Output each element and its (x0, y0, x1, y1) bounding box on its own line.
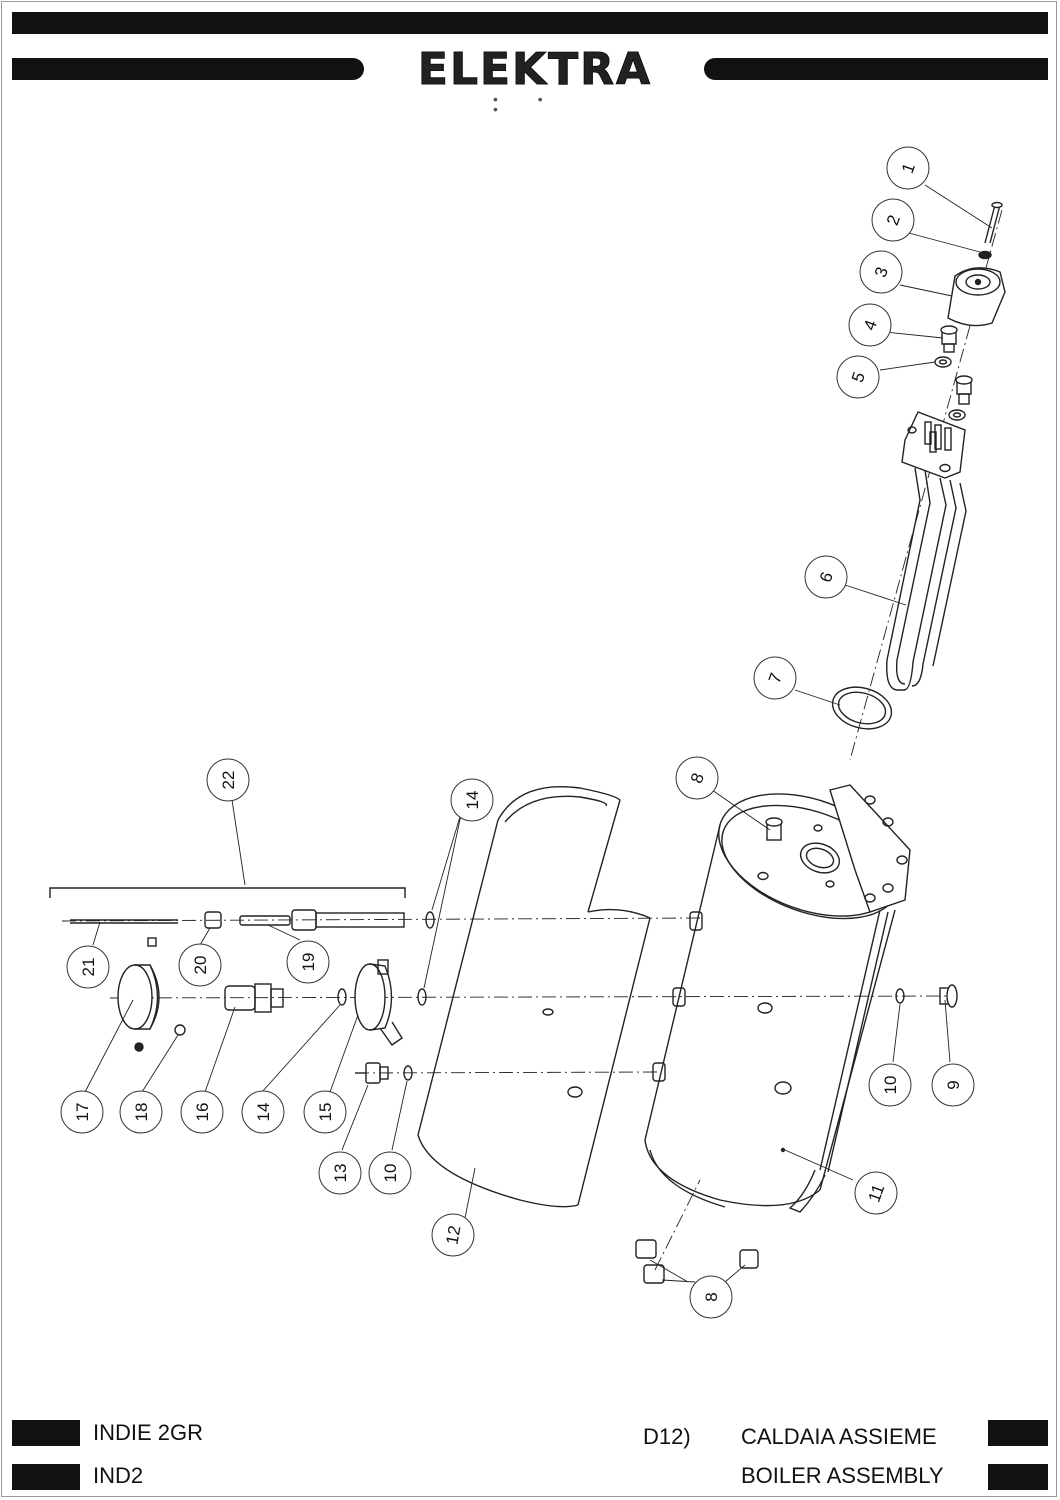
callout-3: 3 (859, 250, 903, 294)
footer-bar-right-1 (988, 1420, 1048, 1446)
footer-title-it: CALDAIA ASSIEME (741, 1424, 937, 1449)
callout-5: 5 (836, 355, 880, 399)
header-right-bar (704, 58, 1048, 80)
svg-text:21: 21 (79, 958, 98, 977)
part-11-boiler-tank (644, 784, 911, 1213)
header-top-bar (12, 12, 1048, 34)
callout-11: 11 (854, 1171, 898, 1215)
part-14-gasket-left (337, 988, 347, 1006)
svg-text:19: 19 (299, 953, 318, 972)
svg-text:20: 20 (191, 956, 210, 975)
callout-16: 16 (180, 1090, 224, 1134)
callout-15: 15 (303, 1090, 347, 1134)
part-22-bracket-line (49, 887, 406, 898)
part-16-connector (224, 983, 284, 1013)
svg-text:17: 17 (73, 1103, 92, 1122)
part-8-fittings-bottom (635, 1239, 759, 1284)
part-13-valve (355, 1062, 389, 1084)
svg-text:11: 11 (865, 1182, 889, 1205)
part-19-probe-holder (239, 909, 405, 931)
brand-logo: ELEKTRA • • • (385, 40, 690, 117)
part-6-heating-element (886, 411, 967, 691)
part-12-insulation-jacket (417, 785, 651, 1208)
footer-bar-left-1 (12, 1420, 80, 1446)
callout-14-bottom: 14 (241, 1090, 285, 1134)
callout-8-bottom: 8 (689, 1275, 733, 1319)
part-18-nut (174, 1024, 186, 1036)
part-4-bolt (940, 325, 958, 353)
callout-9: 9 (931, 1063, 975, 1107)
footer-section: D12) (643, 1424, 691, 1449)
callout-10-right: 10 (868, 1063, 912, 1107)
part-8-fitting-top (765, 817, 783, 841)
callout-8-top: 8 (675, 756, 719, 800)
brand-logo-dots: • • • (493, 91, 561, 117)
part-7-gasket (831, 686, 893, 730)
svg-text:10: 10 (381, 1164, 400, 1183)
footer-bar-right-2 (988, 1464, 1048, 1490)
callout-4: 4 (848, 303, 892, 347)
part-15-gauge-housing (354, 959, 403, 1046)
svg-text:15: 15 (316, 1103, 335, 1122)
callout-7: 7 (753, 656, 797, 700)
callout-19: 19 (286, 940, 330, 984)
callouts: 1 2 3 4 5 6 7 8 9 10 10 11 12 13 14 14 1… (60, 146, 975, 1319)
svg-text:12: 12 (442, 1224, 464, 1246)
svg-text:8: 8 (702, 1292, 721, 1301)
part-5-washer (934, 356, 952, 368)
svg-text:22: 22 (219, 771, 238, 790)
callout-6: 6 (804, 555, 848, 599)
part-2-washer (978, 250, 992, 260)
svg-text:14: 14 (254, 1103, 273, 1122)
footer-title-en: BOILER ASSEMBLY (741, 1463, 944, 1488)
callout-14-top: 14 (450, 778, 494, 822)
svg-text:14: 14 (463, 791, 482, 810)
callout-21: 21 (66, 945, 110, 989)
part-10-gasket-left (403, 1065, 413, 1081)
part-3-cap (947, 267, 1006, 327)
callout-10-left: 10 (368, 1151, 412, 1195)
svg-text:13: 13 (331, 1164, 350, 1183)
part-4-bolt-second (955, 375, 973, 405)
callout-12: 12 (431, 1213, 475, 1257)
callout-22: 22 (206, 758, 250, 802)
callout-1: 1 (886, 146, 930, 190)
callout-13: 13 (318, 1151, 362, 1195)
part-1-screw (984, 201, 1003, 244)
exploded-parts-diagram: 1 2 3 4 5 6 7 8 9 10 10 11 12 13 14 14 1… (49, 146, 1006, 1319)
footer-bar-left-2 (12, 1464, 80, 1490)
part-20-nut (204, 911, 222, 929)
header-left-bar (12, 58, 364, 80)
footer-model: INDIE 2GR (93, 1420, 204, 1445)
footer-code: IND2 (93, 1463, 144, 1488)
svg-text:16: 16 (193, 1103, 212, 1122)
part-21-probe (70, 919, 178, 924)
svg-text:10: 10 (881, 1076, 900, 1095)
callout-17: 17 (60, 1090, 104, 1134)
leader-lines (84, 184, 993, 1283)
callout-20: 20 (178, 943, 222, 987)
svg-text:18: 18 (132, 1103, 151, 1122)
part-14-gasket-top (425, 911, 435, 929)
callout-18: 18 (119, 1090, 163, 1134)
part-17-gauge (117, 937, 160, 1052)
brand-logo-text: ELEKTRA (417, 44, 653, 96)
part-14-gasket-mid (417, 988, 427, 1006)
callout-2: 2 (871, 198, 915, 242)
svg-text:9: 9 (944, 1080, 963, 1089)
part-10-gasket-right (895, 988, 905, 1004)
part-9-plug (939, 984, 958, 1008)
